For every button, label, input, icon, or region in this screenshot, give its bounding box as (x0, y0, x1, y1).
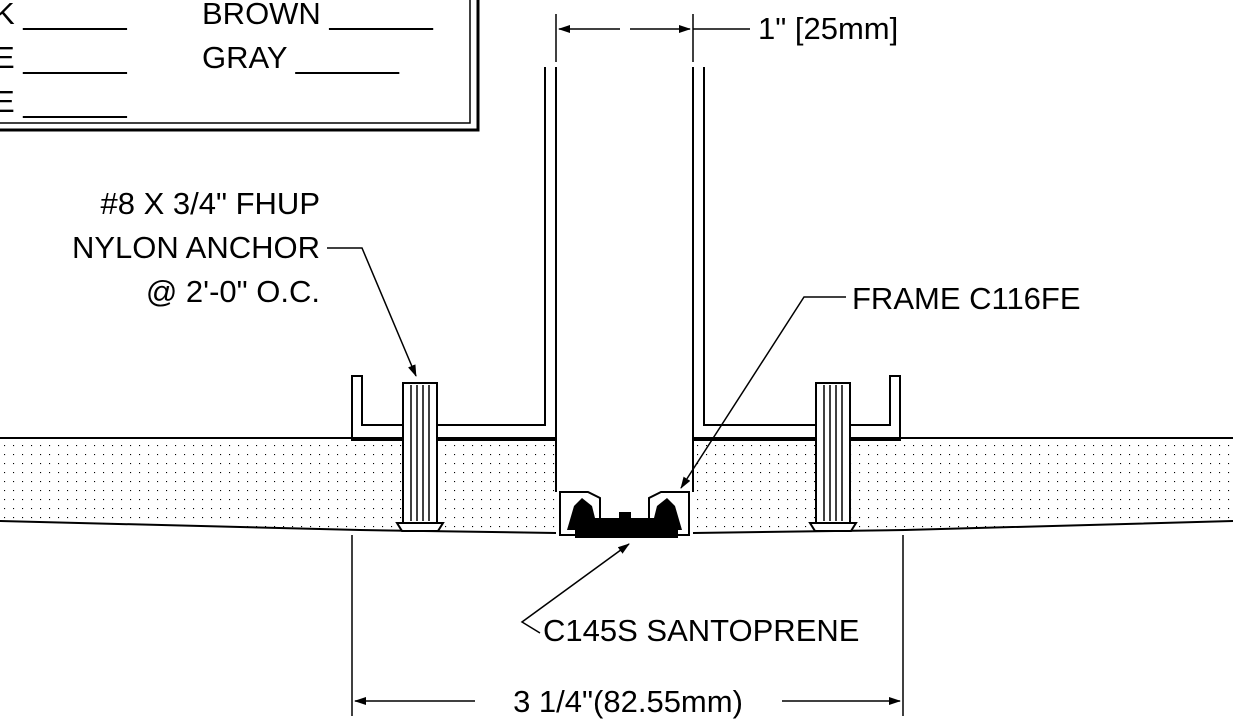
top-gap-dimension: 1" [25mm] (555, 11, 898, 62)
frame-callout-label: FRAME C116FE (852, 281, 1081, 316)
right-frame (692, 67, 901, 441)
left-frame (351, 67, 557, 441)
anchor-callout-line3: @ 2'-0" O.C. (146, 274, 320, 309)
left-nylon-anchor (395, 382, 445, 532)
anchor-callout-line2: NYLON ANCHOR (72, 230, 320, 265)
frame-callout: FRAME C116FE (680, 281, 1081, 489)
legend-item-gray: GRAY ______ (202, 40, 400, 75)
seal-callout-label: C145S SANTOPRENE (543, 613, 859, 648)
anchor-callout-line1: #8 X 3/4" FHUP (101, 186, 320, 221)
top-gap-label: 1" [25mm] (758, 11, 898, 46)
bottom-width-label: 3 1/4"(82.55mm) (513, 684, 743, 719)
legend-item-1: K ______ (0, 0, 127, 31)
legend-item-brown: BROWN ______ (202, 0, 434, 31)
bottom-width-dimension: 3 1/4"(82.55mm) (351, 535, 904, 719)
legend-item-2: E ______ (0, 40, 127, 75)
seal-callout: C145S SANTOPRENE (520, 543, 859, 648)
anchor-callout: #8 X 3/4" FHUP NYLON ANCHOR @ 2'-0" O.C. (72, 186, 417, 377)
color-legend-box: K ______ BROWN ______ E ______ GRAY ____… (0, 0, 480, 132)
santoprene-seal-assembly (559, 491, 690, 538)
right-nylon-anchor (808, 382, 858, 532)
legend-item-3: E ______ (0, 84, 127, 119)
